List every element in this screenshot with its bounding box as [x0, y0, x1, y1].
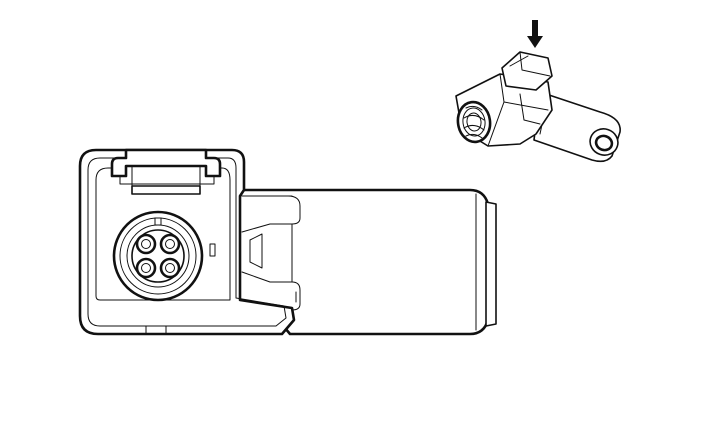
- contact-pin: [159, 233, 181, 255]
- iso-barrel: [533, 91, 621, 163]
- contact-pins: [135, 233, 181, 279]
- locking-clip: [110, 148, 222, 195]
- front-view: [78, 148, 497, 336]
- isometric-view: [455, 20, 621, 163]
- connector-barrel: [226, 188, 497, 336]
- contact-pin: [135, 257, 157, 279]
- iso-socket: [456, 100, 492, 144]
- contact-pin: [159, 257, 181, 279]
- iso-latch: [501, 51, 553, 91]
- contact-pin: [135, 233, 157, 255]
- down-arrow-icon: [527, 20, 543, 48]
